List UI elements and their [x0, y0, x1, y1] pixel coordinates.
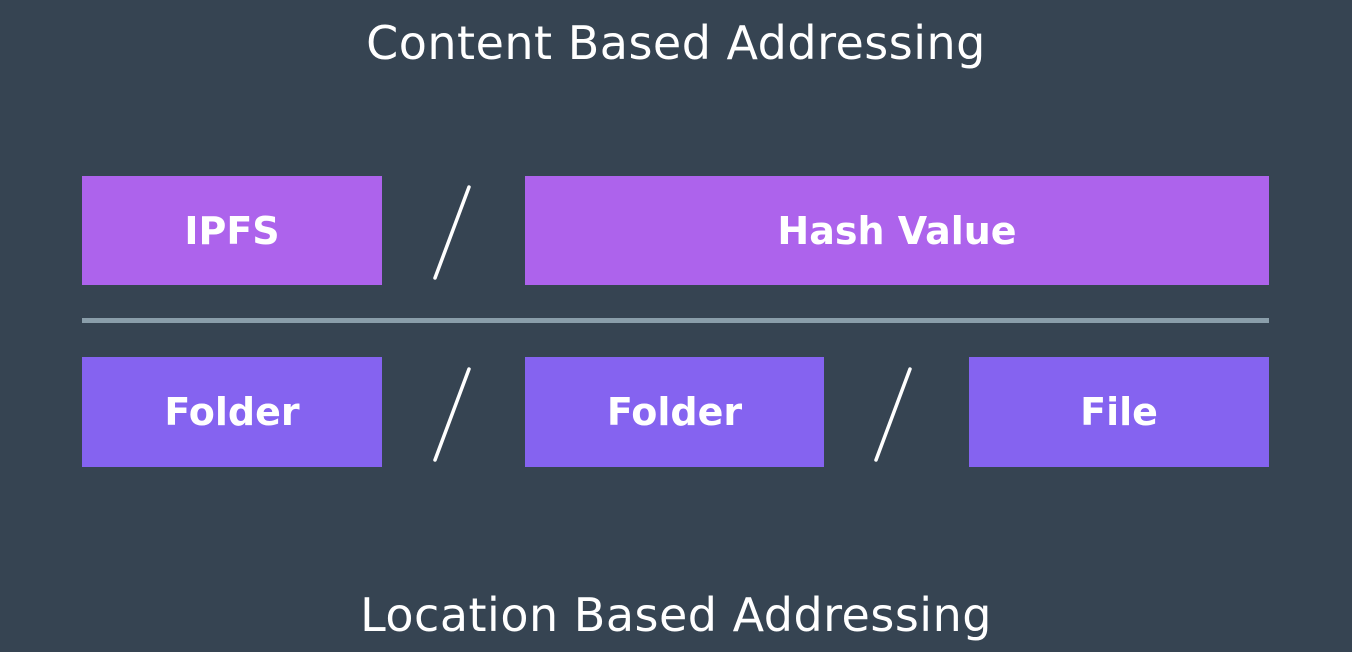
file-segment: File [969, 357, 1269, 467]
ipfs-segment: IPFS [82, 176, 382, 285]
hash-value-segment-label: Hash Value [777, 208, 1017, 253]
folder-segment-2-label: Folder [606, 390, 743, 434]
folder-segment-1: Folder [82, 357, 382, 467]
path-separator-slash [433, 185, 471, 280]
hash-value-segment: Hash Value [525, 176, 1269, 285]
ipfs-segment-label: IPFS [184, 208, 280, 253]
path-separator-slash [874, 367, 912, 462]
path-separator-slash [433, 367, 471, 462]
content-addressing-title: Content Based Addressing [366, 16, 986, 70]
folder-segment-1-label: Folder [164, 390, 300, 434]
folder-segment-2: Folder [525, 357, 824, 467]
location-addressing-title: Location Based Addressing [360, 588, 992, 642]
section-divider [82, 318, 1269, 323]
file-segment-label: File [1080, 390, 1158, 434]
